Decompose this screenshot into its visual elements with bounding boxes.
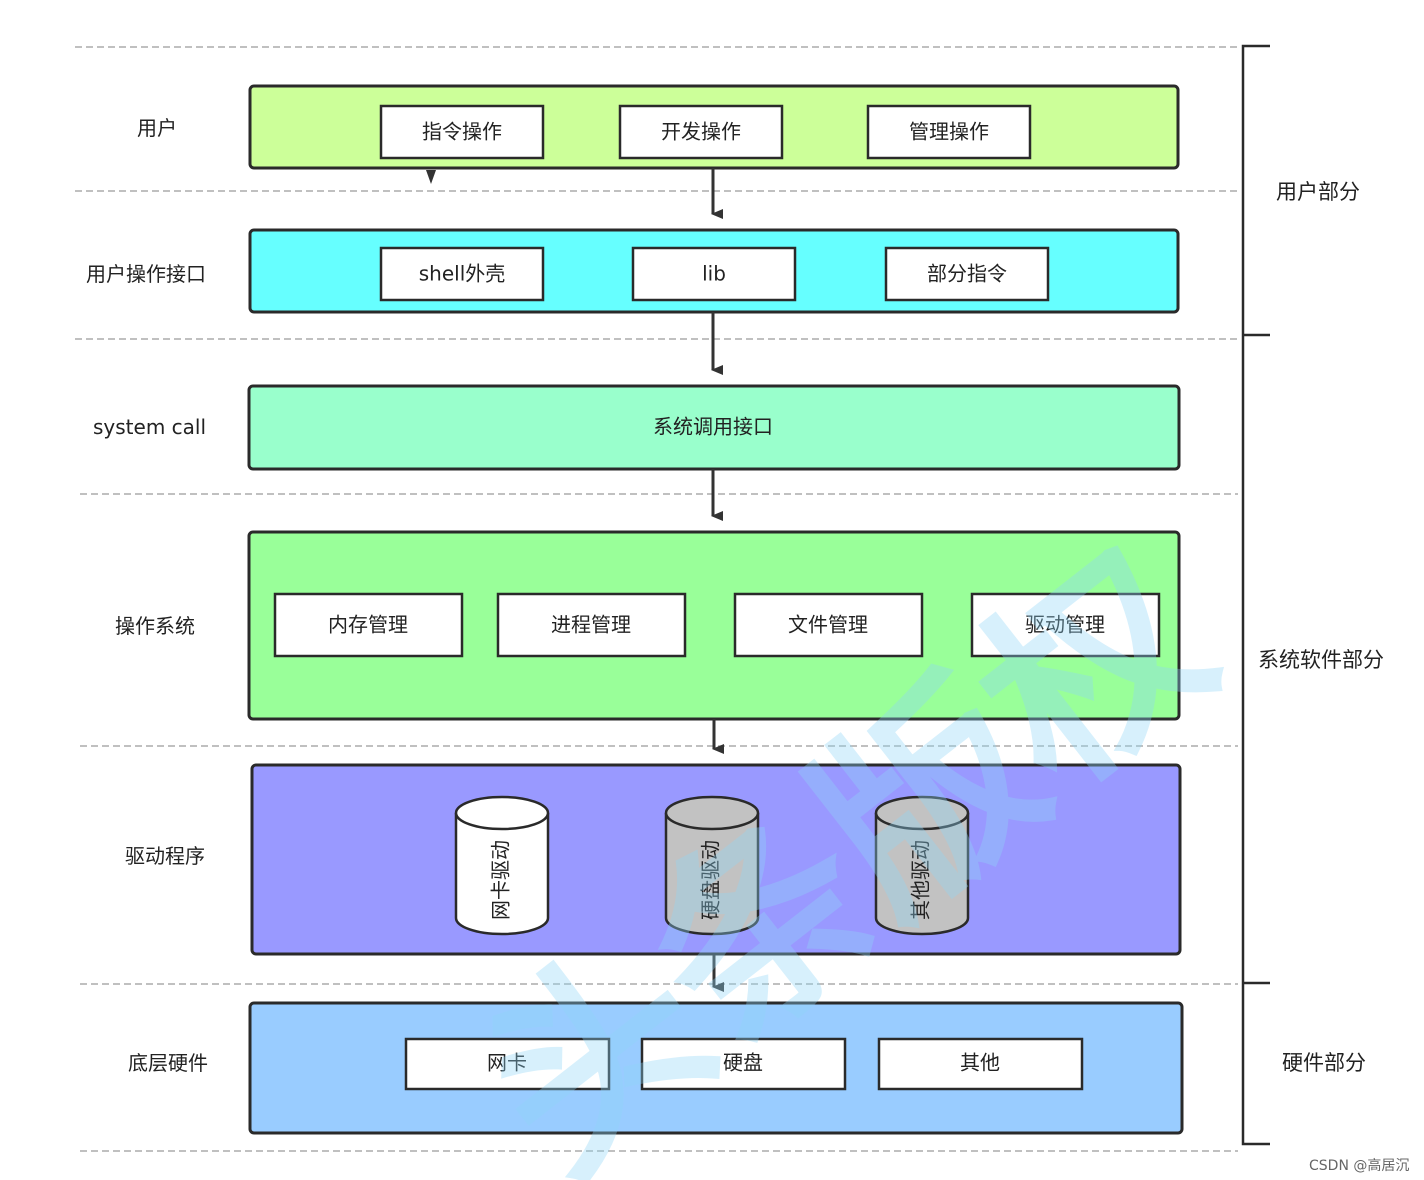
footer-credit: CSDN @高居沉 (1309, 1157, 1409, 1174)
cylinder-nic-driver-label: 网卡驱动 (489, 840, 513, 920)
box-lib: lib (702, 262, 726, 286)
layer-os-label: 操作系统 (115, 614, 195, 638)
box-partial-commands: 部分指令 (927, 262, 1007, 286)
cylinder-nic-driver: 网卡驱动 (454, 795, 550, 936)
separator-lines (75, 46, 1238, 1152)
layer-drivers-label: 驱动程序 (125, 844, 205, 868)
cylinder-other-driver: 其他驱动 (874, 795, 970, 936)
cylinder-other-driver-label: 其他驱动 (909, 840, 933, 920)
layer-user: 用户 指令操作 开发操作 管理操作 (137, 84, 1180, 170)
layer-user-label: 用户 (137, 116, 177, 140)
layer-hardware-label: 底层硬件 (128, 1051, 208, 1075)
box-driver-mgmt: 驱动管理 (1025, 613, 1105, 637)
layer-system-call-label: system call (93, 415, 206, 439)
layer-drivers: 驱动程序 网卡驱动 硬盘驱动 其他驱动 (125, 763, 1182, 956)
box-disk: 硬盘 (723, 1051, 763, 1075)
cylinder-disk-driver-label: 硬盘驱动 (699, 840, 723, 920)
box-nic: 网卡 (487, 1051, 527, 1075)
box-syscall-interface: 系统调用接口 (653, 415, 773, 439)
cylinder-disk-driver: 硬盘驱动 (664, 795, 760, 936)
layer-user-interface-label: 用户操作接口 (86, 262, 206, 286)
box-other: 其他 (960, 1051, 1000, 1075)
layer-hardware: 底层硬件 网卡 硬盘 其他 (128, 1001, 1184, 1135)
box-process-mgmt: 进程管理 (551, 613, 631, 637)
box-command-ops: 指令操作 (422, 120, 502, 144)
layer-system-call: system call 系统调用接口 (93, 384, 1181, 471)
layer-user-interface: 用户操作接口 shell外壳 lib 部分指令 (86, 228, 1180, 314)
small-arrow-marker (426, 170, 436, 184)
layer-os: 操作系统 内存管理 进程管理 文件管理 驱动管理 (115, 530, 1181, 721)
box-admin-ops: 管理操作 (909, 120, 989, 144)
section-bracket (1241, 44, 1270, 1146)
box-shell: shell外壳 (419, 262, 506, 286)
box-memory-mgmt: 内存管理 (328, 613, 408, 637)
box-file-mgmt: 文件管理 (788, 613, 868, 637)
section-label-hardware: 硬件部分 (1282, 1051, 1366, 1075)
flow-arrows (426, 168, 724, 992)
section-label-user: 用户部分 (1276, 180, 1360, 204)
box-dev-ops: 开发操作 (661, 120, 741, 144)
section-label-system-software: 系统软件部分 (1258, 648, 1384, 672)
